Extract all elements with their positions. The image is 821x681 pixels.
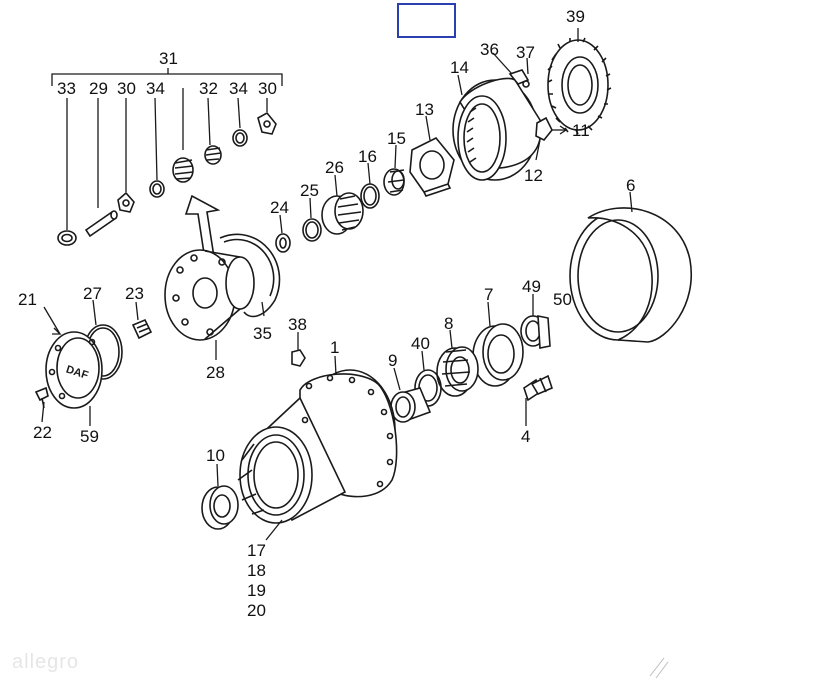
part-25-ring bbox=[302, 218, 322, 242]
part-26-sun-gear bbox=[321, 192, 364, 235]
part-35-snap-ring bbox=[219, 233, 281, 318]
part-49-50-seal-clip bbox=[520, 315, 551, 349]
label-28: 28 bbox=[206, 363, 225, 382]
part-4-wheel-stud bbox=[523, 374, 553, 402]
label-6: 6 bbox=[626, 176, 635, 195]
watermark: allegro bbox=[12, 651, 79, 673]
part-10-bearing bbox=[201, 485, 239, 530]
label-12: 12 bbox=[524, 166, 543, 185]
label-30b: 30 bbox=[258, 79, 277, 98]
part-28-planet-carrier bbox=[164, 194, 255, 341]
label-26: 26 bbox=[325, 158, 344, 177]
label-16: 16 bbox=[358, 147, 377, 166]
label-30a: 30 bbox=[117, 79, 136, 98]
part-21-hub-cap: DAF bbox=[45, 331, 103, 409]
part-24-clip bbox=[275, 233, 291, 253]
part-22-screw bbox=[34, 386, 49, 409]
label-13: 13 bbox=[415, 100, 434, 119]
part-16-ring bbox=[360, 183, 380, 209]
part-9-sleeve bbox=[390, 387, 432, 423]
label-50: 50 bbox=[553, 290, 572, 309]
part-15-bearing bbox=[383, 168, 405, 196]
highlight-box bbox=[397, 3, 456, 38]
label-40: 40 bbox=[411, 334, 430, 353]
label-1: 1 bbox=[330, 338, 339, 357]
part-30-washer bbox=[117, 191, 135, 213]
part-13-lock-nut bbox=[409, 136, 455, 197]
label-19: 19 bbox=[247, 581, 266, 600]
part-29-pin bbox=[84, 210, 118, 238]
corner-mark bbox=[649, 657, 669, 679]
part-38-nut bbox=[291, 349, 306, 367]
label-27: 27 bbox=[83, 284, 102, 303]
part-14-ring-gear bbox=[452, 77, 542, 181]
part-8-bearing bbox=[436, 346, 479, 397]
label-35: 35 bbox=[253, 324, 272, 343]
part-36-37-lock-plate bbox=[508, 69, 530, 88]
part-32-needle-bearing bbox=[172, 145, 222, 183]
label-25: 25 bbox=[300, 181, 319, 200]
callout-labels: 31 33 29 30 34 32 34 30 39 36 37 14 13 1… bbox=[18, 7, 635, 620]
label-14: 14 bbox=[450, 58, 469, 77]
leader-lines-top bbox=[66, 88, 268, 230]
label-20: 20 bbox=[247, 601, 266, 620]
part-1-wheel-hub bbox=[237, 369, 398, 524]
label-21: 21 bbox=[18, 290, 37, 309]
label-38: 38 bbox=[288, 315, 307, 334]
label-59: 59 bbox=[80, 427, 99, 446]
label-29: 29 bbox=[89, 79, 108, 98]
part-34-ring-b bbox=[232, 129, 248, 147]
part-30-washer-b bbox=[257, 111, 277, 135]
label-15: 15 bbox=[387, 129, 406, 148]
label-33: 33 bbox=[57, 79, 76, 98]
label-8: 8 bbox=[444, 314, 453, 333]
label-23: 23 bbox=[125, 284, 144, 303]
label-24: 24 bbox=[270, 198, 289, 217]
label-11: 11 bbox=[572, 121, 590, 140]
label-7: 7 bbox=[484, 285, 493, 304]
label-4: 4 bbox=[521, 427, 530, 446]
leader-arrowheads bbox=[52, 327, 62, 335]
part-33-circlip bbox=[57, 230, 77, 246]
part-39-gear bbox=[547, 37, 612, 135]
label-17: 17 bbox=[247, 541, 266, 560]
part-23-plug bbox=[131, 318, 153, 340]
part-6-brake-drum bbox=[569, 207, 693, 343]
label-39: 39 bbox=[566, 7, 585, 26]
label-36: 36 bbox=[480, 40, 499, 59]
label-49: 49 bbox=[522, 277, 541, 296]
bracket-31 bbox=[51, 68, 283, 86]
label-37: 37 bbox=[516, 43, 535, 62]
label-22: 22 bbox=[33, 423, 52, 442]
part-7-seal bbox=[472, 323, 524, 387]
label-32: 32 bbox=[199, 79, 218, 98]
label-34a: 34 bbox=[146, 79, 165, 98]
part-11-12-plate bbox=[535, 116, 568, 161]
label-18: 18 bbox=[247, 561, 266, 580]
part-34-ring bbox=[149, 180, 165, 198]
leader-lines bbox=[41, 28, 633, 541]
label-31: 31 bbox=[159, 49, 178, 68]
label-10: 10 bbox=[206, 446, 225, 465]
label-9: 9 bbox=[388, 351, 397, 370]
label-34b: 34 bbox=[229, 79, 248, 98]
